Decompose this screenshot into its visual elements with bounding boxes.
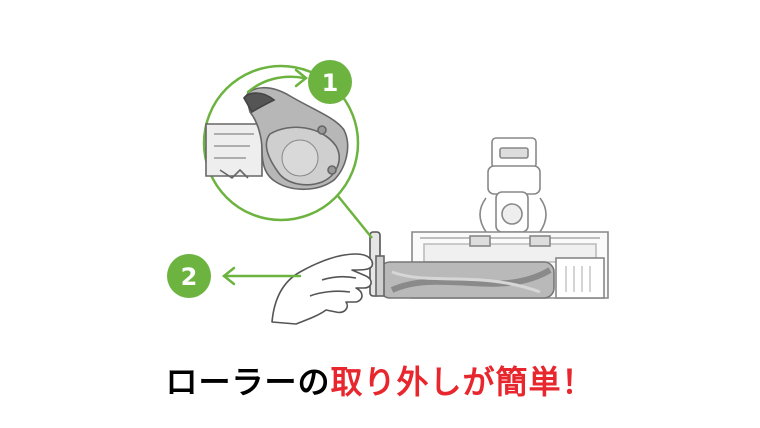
hand-illustration (271, 253, 374, 325)
step-1-number: 1 (322, 69, 339, 97)
caption: ローラーの取り外しが簡単！ (0, 362, 760, 402)
zoom-detail-circle (202, 64, 373, 239)
zoom-connector-line (337, 195, 373, 239)
step-2-number: 2 (181, 263, 198, 291)
roller-removal-illustration: 1 2 (167, 60, 609, 325)
vacuum-cleaner-head (369, 137, 609, 299)
caption-part-black: ローラーの (165, 363, 331, 401)
caption-part-red: 取り外しが簡単！ (330, 363, 595, 401)
step-1-badge: 1 (308, 60, 352, 104)
step-2-badge: 2 (167, 254, 211, 298)
pull-arrow (221, 266, 302, 286)
rotate-arrow (246, 68, 309, 94)
